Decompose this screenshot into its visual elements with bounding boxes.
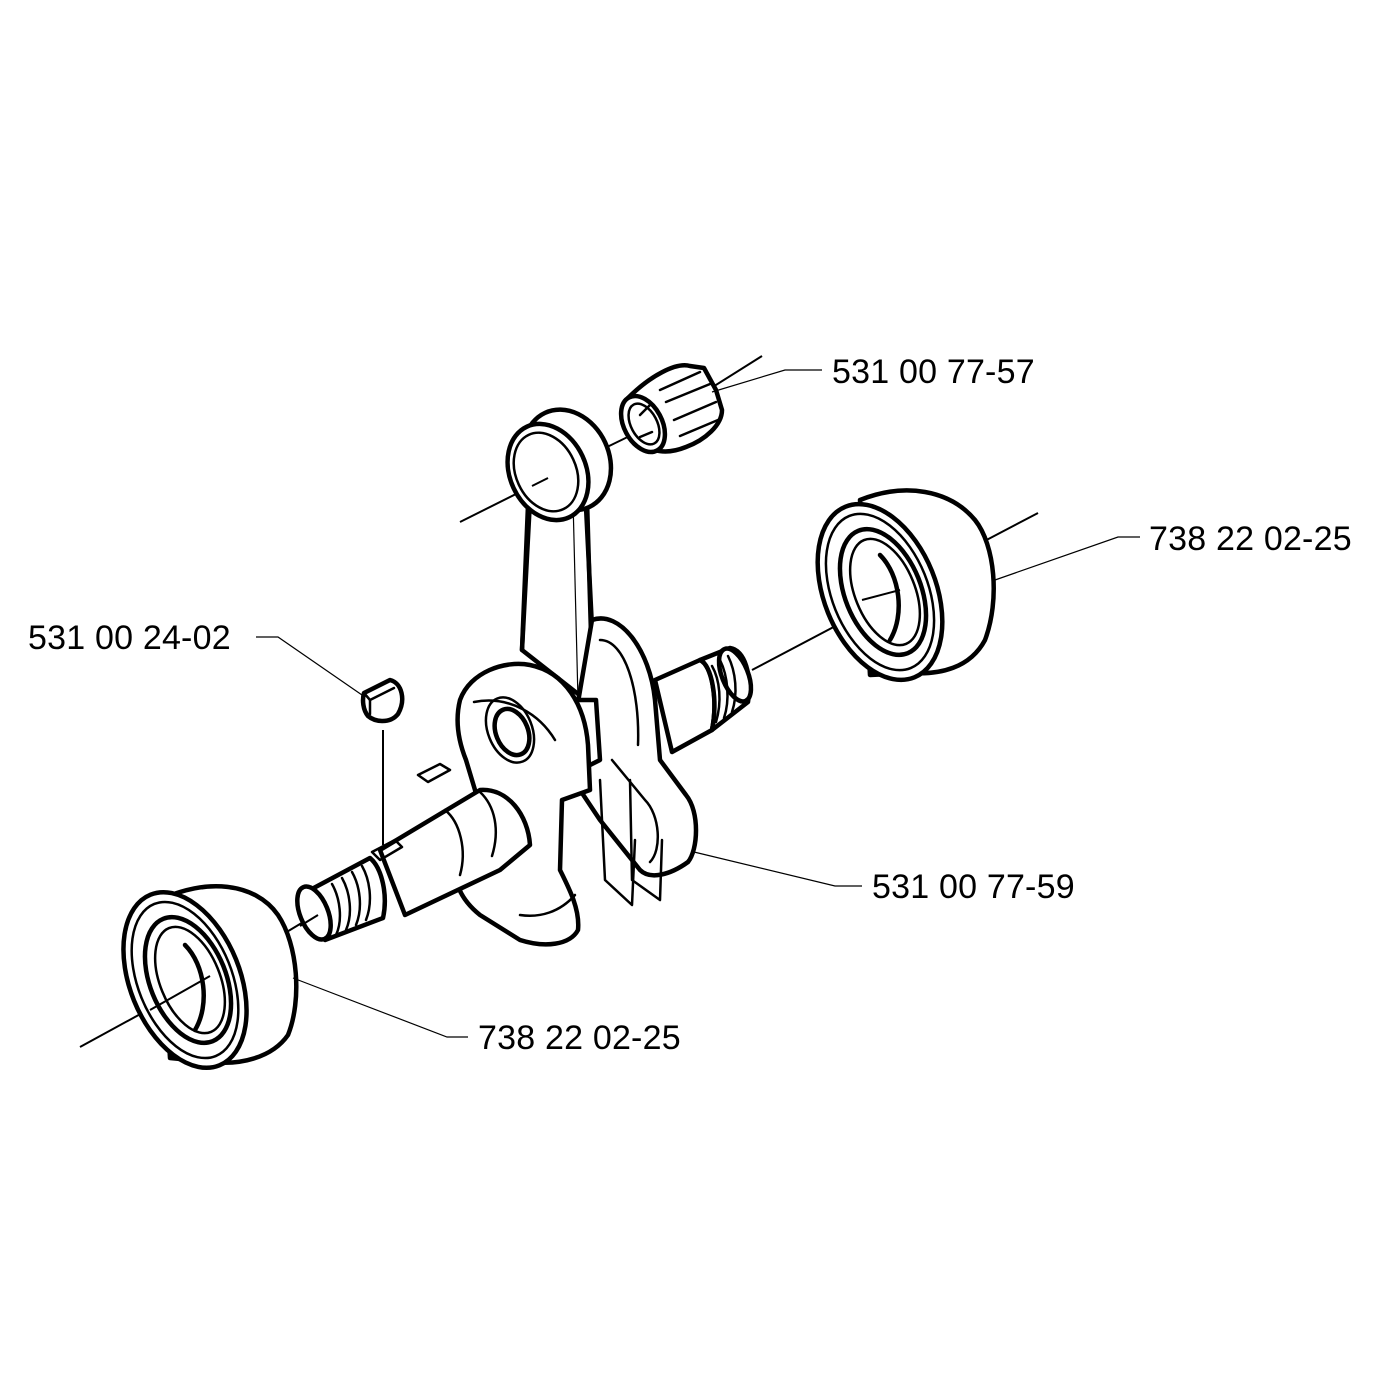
- connecting-rod: [505, 407, 614, 711]
- ball-bearing-right-part[interactable]: [794, 486, 996, 699]
- label-needle-bearing[interactable]: 531 00 77-57: [832, 353, 1035, 391]
- ball-bearing-left-part[interactable]: [100, 874, 299, 1086]
- label-ball-bearing-right[interactable]: 738 22 02-25: [1149, 520, 1352, 558]
- woodruff-key-part[interactable]: [360, 677, 405, 724]
- leader-lines: [256, 369, 1140, 1038]
- label-ball-bearing-left[interactable]: 738 22 02-25: [478, 1019, 681, 1057]
- label-woodruff-key[interactable]: 531 00 24-02: [28, 619, 231, 657]
- needle-bearing-part[interactable]: [612, 363, 725, 459]
- crankshaft-part[interactable]: [291, 616, 758, 947]
- label-crankshaft[interactable]: 531 00 77-59: [872, 868, 1075, 906]
